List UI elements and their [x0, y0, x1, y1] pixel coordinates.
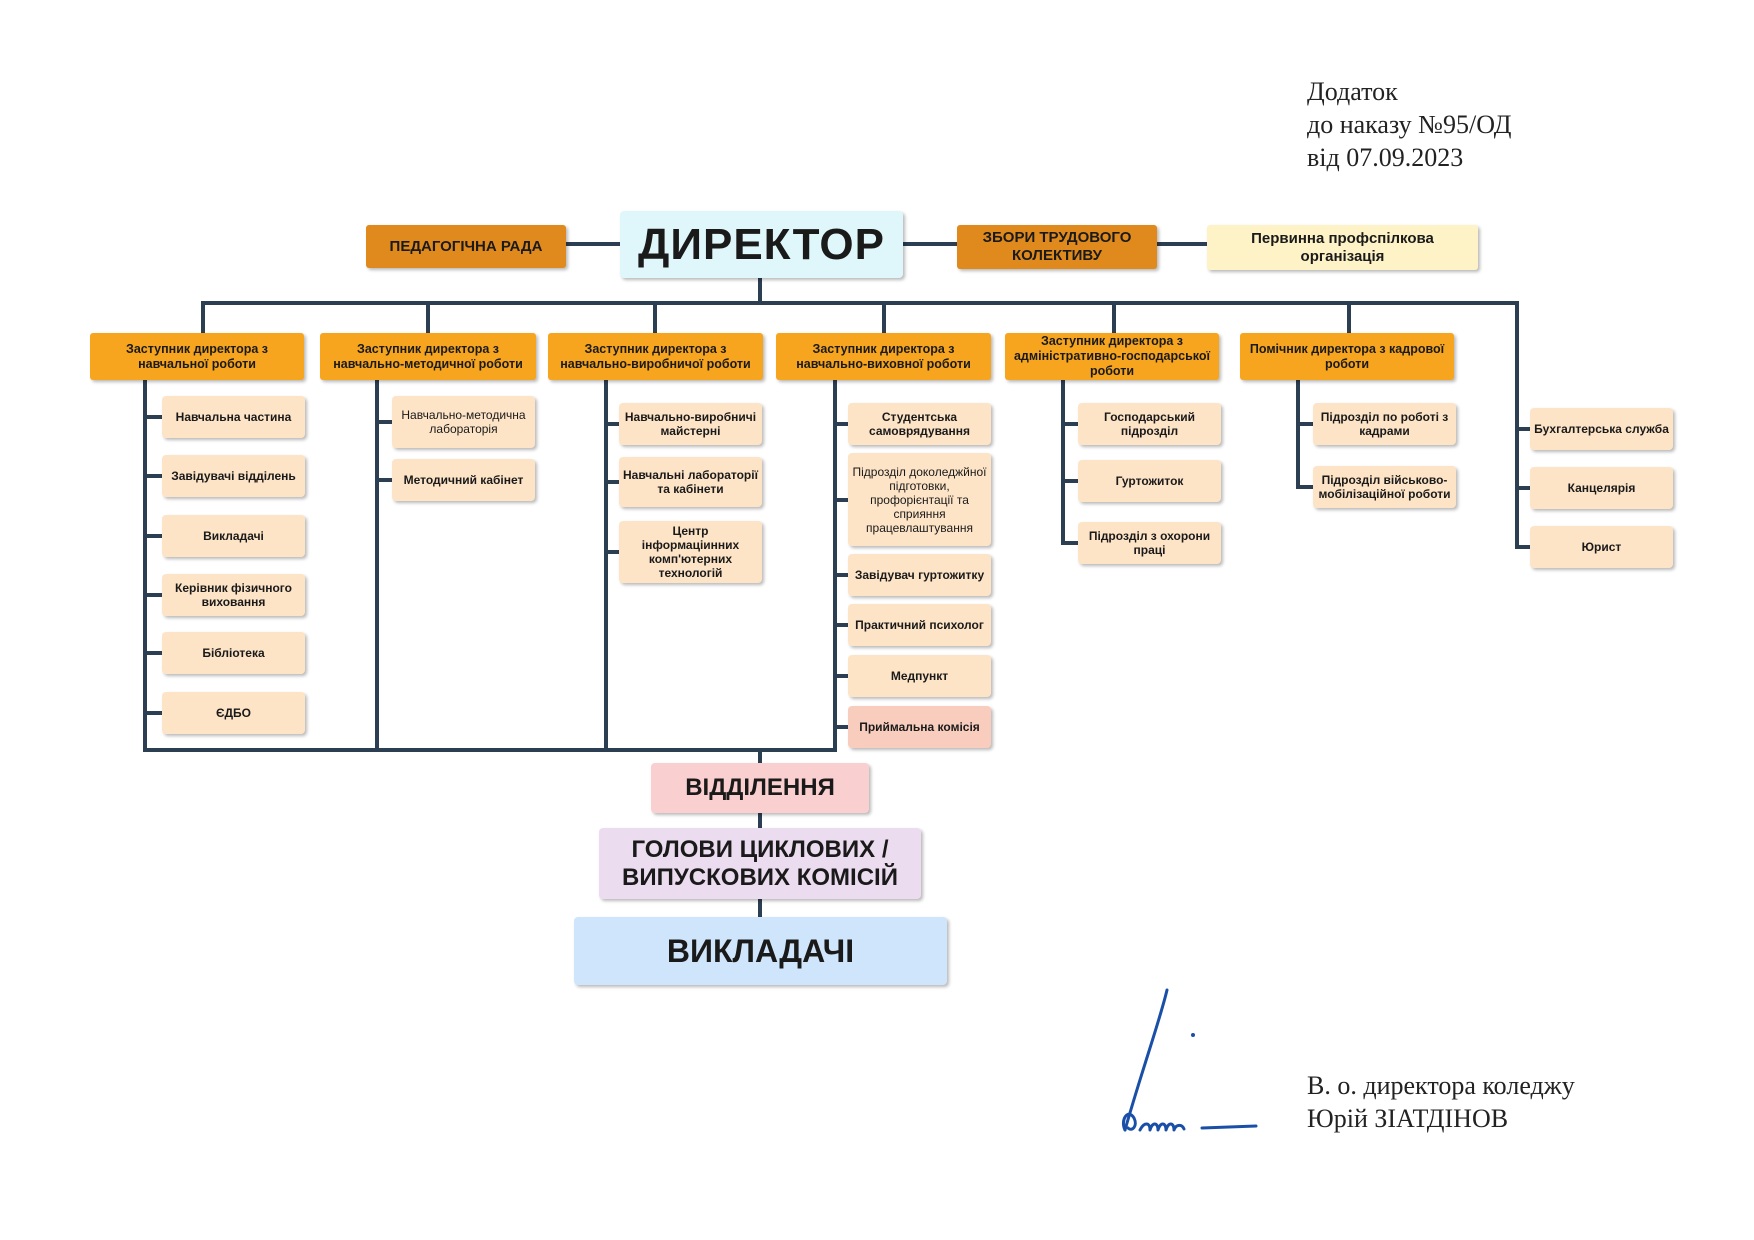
unit-psychologist: Практичний психолог — [848, 604, 991, 646]
unit-labs-cabinets: Навчальні лабораторії та кабінети — [619, 457, 762, 507]
unit-labor-safety: Підрозділ з охорони праці — [1078, 522, 1221, 564]
signoff-title: В. о. директора коледжу — [1307, 1071, 1575, 1100]
unit-ict-center: Центр інформаціинних комп'ютерних технол… — [619, 521, 762, 583]
unit-lawyer: Юрист — [1530, 526, 1673, 568]
unit-dormitory: Гуртожиток — [1078, 460, 1221, 502]
deputy-upbringing: Заступник директора з навчально-виховної… — [776, 333, 991, 380]
labor-meeting-box: ЗБОРИ ТРУДОВОГО КОЛЕКТИВУ — [957, 225, 1157, 269]
unit-student-government: Студентська самоврядування — [848, 403, 991, 445]
director-box: ДИРЕКТОР — [620, 211, 903, 278]
unit-military-mobilization: Підрозділ військово-мобілізаційної робот… — [1313, 466, 1456, 508]
unit-accounting: Бухгалтерська служба — [1530, 408, 1673, 450]
ped-council-box: ПЕДАГОГІЧНА РАДА — [366, 225, 566, 268]
unit-academic-office: Навчальна частина — [162, 396, 305, 438]
signature — [1121, 988, 1258, 1132]
deputy-methodical: Заступник директора з навчально-методичн… — [320, 333, 536, 380]
unit-maintenance: Господарський підрозділ — [1078, 403, 1221, 445]
unit-dept-heads: Завідувачі відділень — [162, 455, 305, 497]
order-appendix: Додаток до наказу №95/ОД від 07.09.2023 — [1307, 75, 1511, 174]
unit-admissions: Приймальна комісія — [848, 706, 991, 748]
appendix-line-1: Додаток — [1307, 77, 1398, 106]
deputy-administrative: Заступник директора з адміністративно-го… — [1005, 333, 1219, 380]
signoff-name: Юрій ЗІАТДІНОВ — [1307, 1104, 1509, 1133]
deputy-production: Заступник директора з навчально-виробнич… — [548, 333, 763, 380]
unit-dorm-manager: Завідувач гуртожитку — [848, 554, 991, 596]
unit-chancellery: Канцелярія — [1530, 467, 1673, 509]
unit-precollege-prep: Підрозділ доколеджйної підготовки, профо… — [848, 453, 991, 546]
unit-pe-head: Керівник фізичного виховання — [162, 574, 305, 616]
teachers-box: ВИКЛАДАЧІ — [574, 917, 947, 985]
cycle-commissions-line-1: ГОЛОВИ ЦИКЛОВИХ / — [631, 835, 889, 863]
unit-workshops: Навчально-виробничі майстерні — [619, 403, 762, 445]
unit-methodical-lab: Навчально-методична лабораторія — [392, 396, 535, 448]
appendix-line-2: до наказу №95/ОД — [1307, 110, 1512, 139]
unit-medical: Медпункт — [848, 655, 991, 697]
unit-edbo: ЄДБО — [162, 692, 305, 734]
deputy-academic: Заступник директора з навчальної роботи — [90, 333, 304, 380]
assistant-hr: Помічник директора з кадрової роботи — [1240, 333, 1454, 380]
cycle-commissions-line-2: ВИПУСКОВИХ КОМІСІЙ — [622, 863, 898, 891]
departments-box: ВІДДІЛЕННЯ — [651, 763, 869, 813]
appendix-line-3: від 07.09.2023 — [1307, 143, 1464, 172]
signoff: В. о. директора коледжу Юрій ЗІАТДІНОВ — [1307, 1069, 1575, 1135]
unit-hr: Підрозділ по роботі з кадрами — [1313, 403, 1456, 445]
union-box: Первинна профспілкова організація — [1207, 225, 1478, 270]
unit-methodical-cabinet: Методичний кабінет — [392, 459, 535, 501]
cycle-commissions-box: ГОЛОВИ ЦИКЛОВИХ / ВИПУСКОВИХ КОМІСІЙ — [599, 828, 921, 899]
unit-library: Бібліотека — [162, 632, 305, 674]
unit-teachers: Викладачі — [162, 515, 305, 557]
